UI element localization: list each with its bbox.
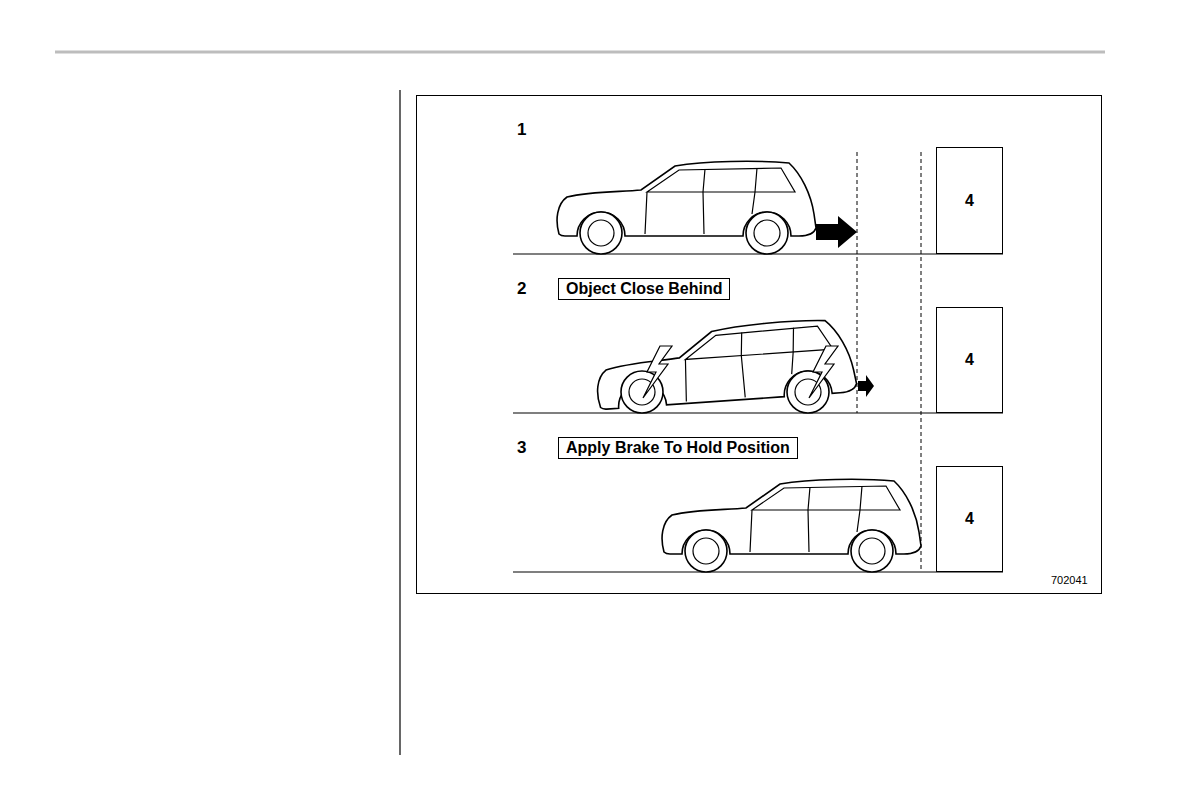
figure-frame	[417, 96, 1102, 594]
node-text: 4	[965, 351, 974, 369]
callout-number: 3	[517, 439, 526, 457]
brake-bolt	[643, 346, 838, 398]
header-rule	[55, 51, 1105, 54]
callout-number: 1	[517, 121, 526, 139]
column-rule	[399, 90, 400, 755]
car	[557, 161, 816, 254]
node-text: Object Close Behind	[566, 280, 722, 297]
ground-line	[513, 254, 1003, 572]
obstacle-box: 4	[936, 307, 1003, 413]
message-box: Object Close Behind	[558, 278, 730, 300]
node-text: 4	[965, 192, 974, 210]
callout-number: 2	[517, 280, 526, 298]
obstacle-box: 4	[936, 466, 1003, 572]
figure-code: 702041	[1051, 574, 1088, 586]
node-text: 4	[965, 510, 974, 528]
car	[662, 479, 921, 572]
motion-arrow	[858, 375, 874, 397]
car	[594, 317, 858, 413]
motion-arrow	[816, 216, 857, 248]
message-box: Apply Brake To Hold Position	[558, 437, 798, 459]
obstacle-box: 4	[936, 147, 1003, 254]
node-text: Apply Brake To Hold Position	[566, 439, 790, 456]
